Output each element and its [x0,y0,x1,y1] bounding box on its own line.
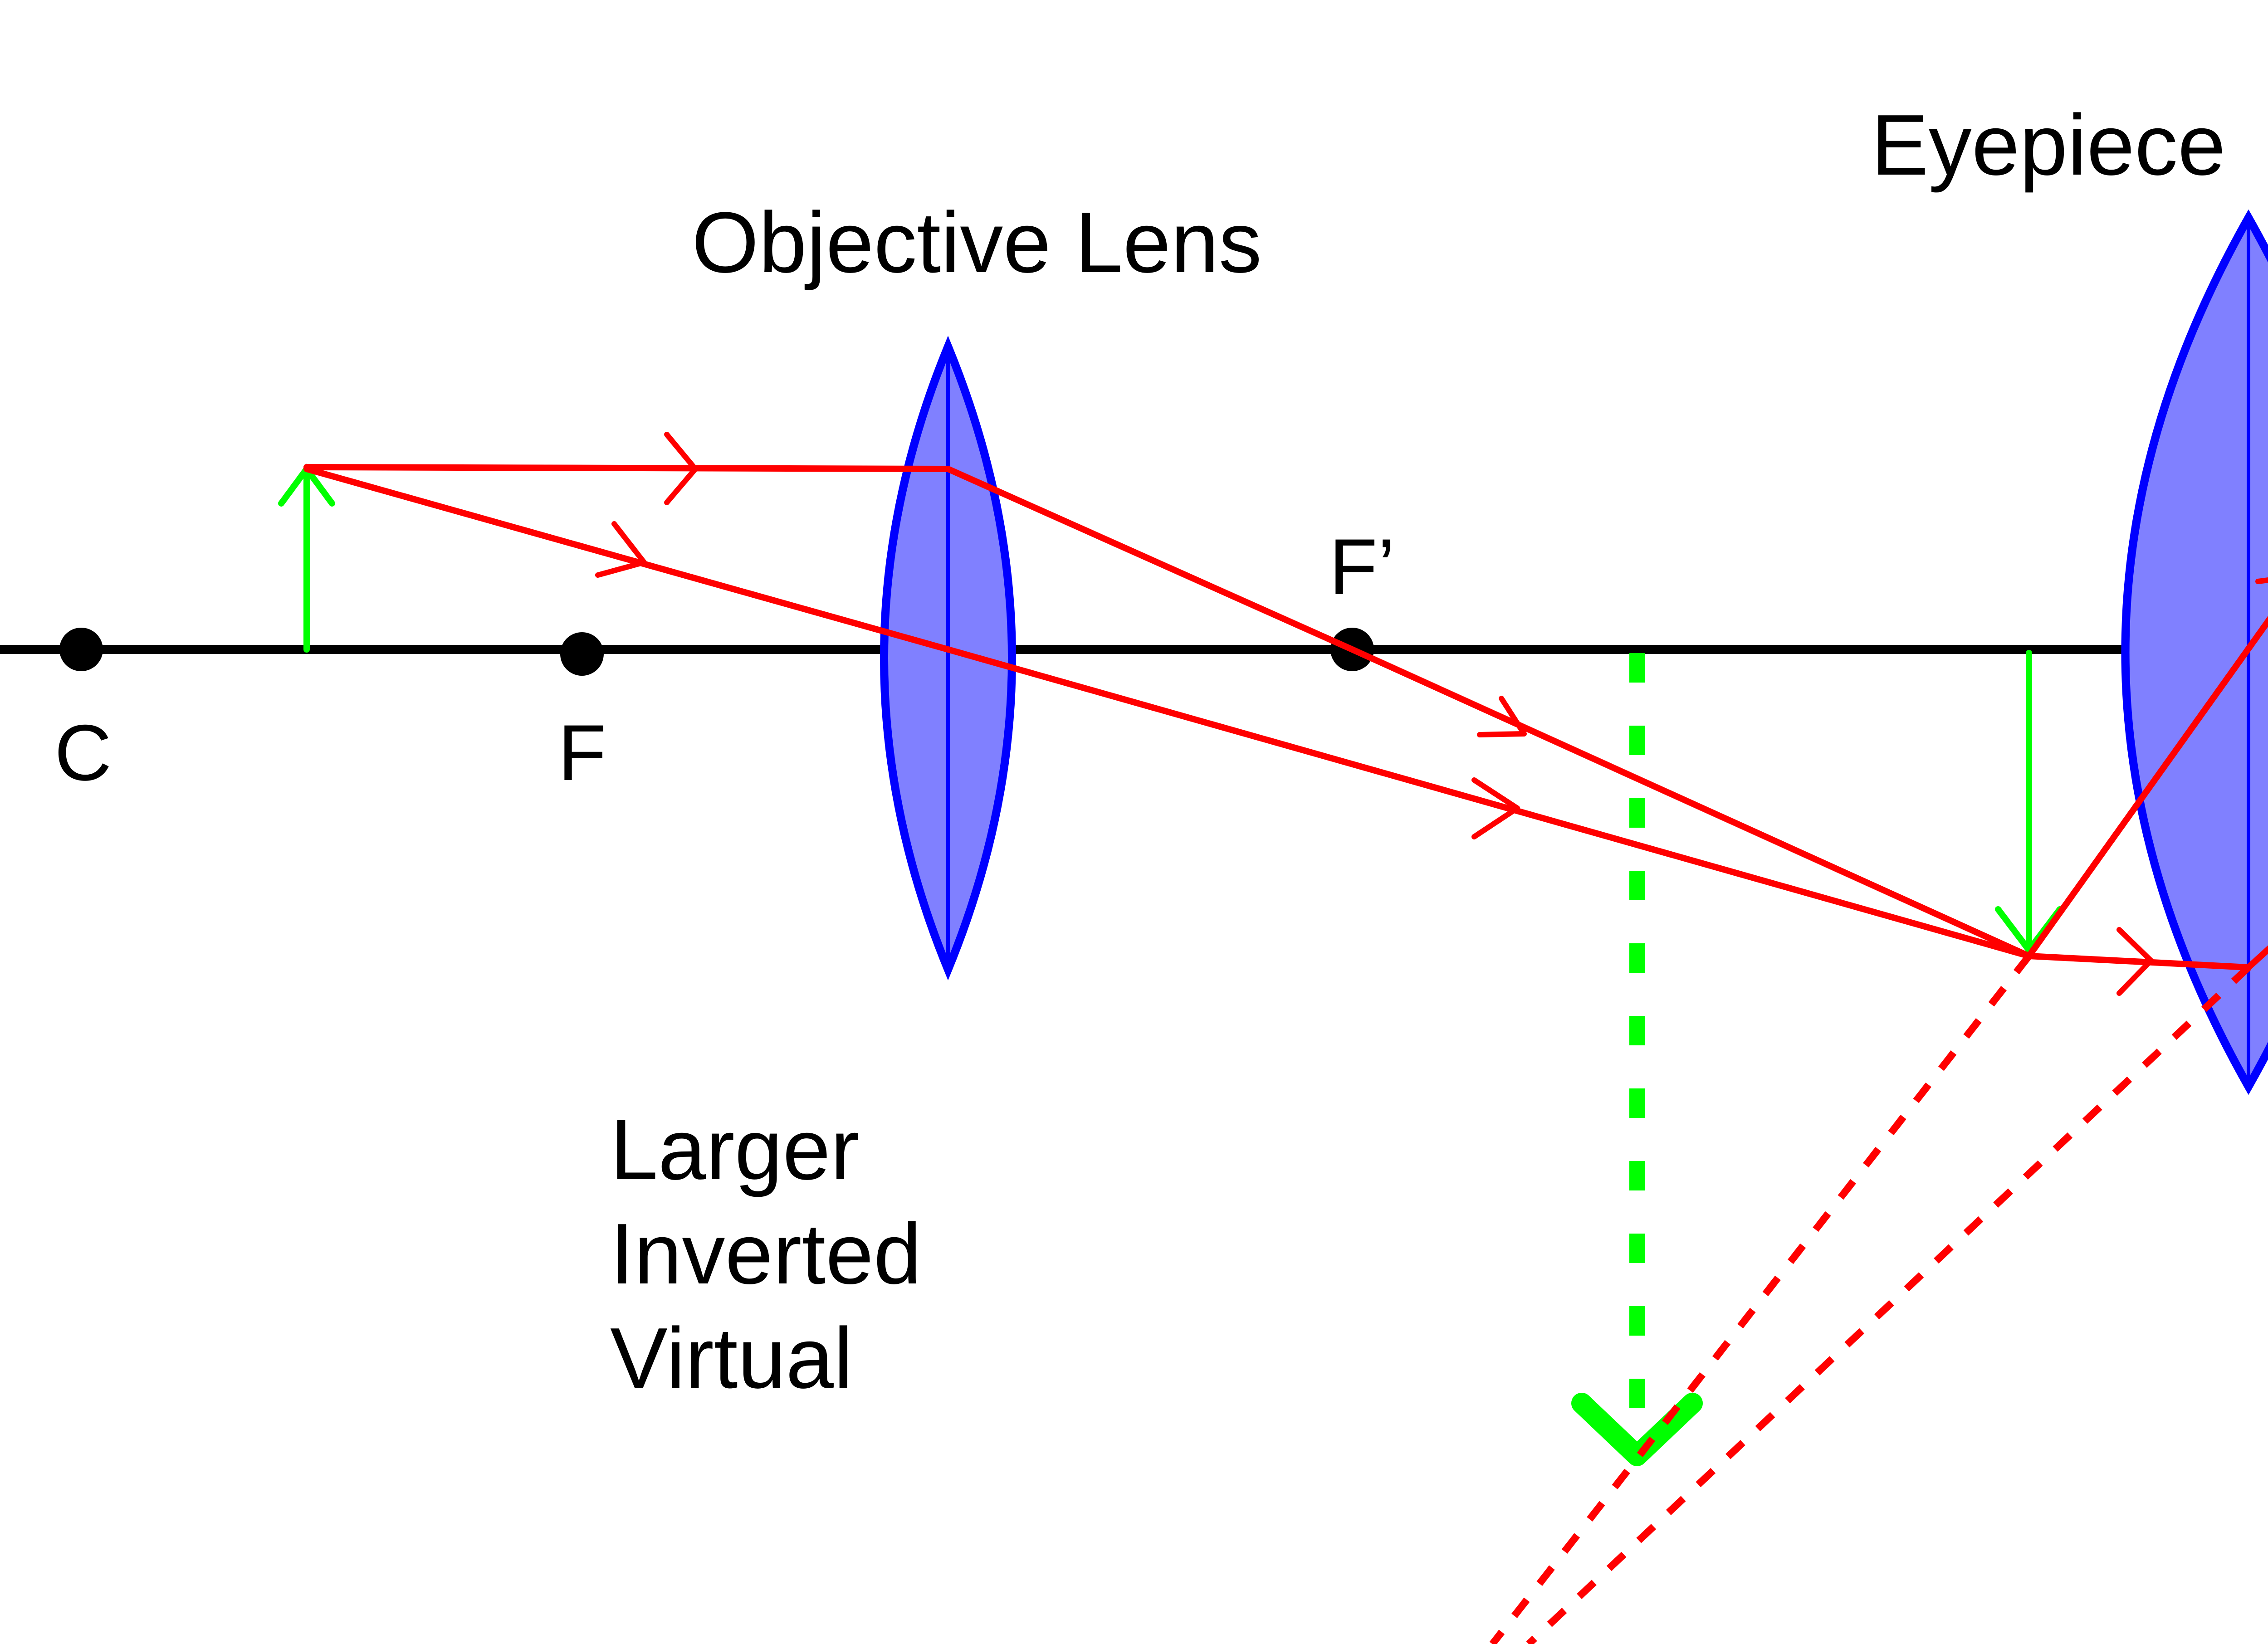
arrowhead-1 [664,432,698,505]
objective-lens-label: Objective Lens [692,195,1262,291]
virtual-ray-2 [1526,965,2251,1644]
ray-arrowheads [595,432,2268,996]
property-inverted: Inverted [610,1206,922,1302]
real-image-arrow [1995,650,2063,956]
image-properties: Larger Inverted Virtual [610,1102,922,1406]
point-c-label: C [54,709,112,797]
point-f-objective-label: F [558,709,606,797]
object-arrow [278,463,335,653]
rays [303,464,2268,971]
virtual-ray-1 [1489,954,2032,1644]
point-f-prime-label: F’ [1329,523,1395,611]
eyepiece-label: Eyepiece [1871,97,2226,193]
property-larger: Larger [610,1102,859,1198]
point-c-dot [59,628,103,671]
property-virtual: Virtual [610,1310,853,1406]
ray-central [303,466,2268,959]
point-f-objective-dot [560,632,604,676]
arrowhead-3 [1477,696,1527,737]
arrowhead-2 [595,521,647,578]
ray-parallel [303,464,2268,971]
arrowhead-5 [2116,927,2154,996]
virtual-image-arrow [1571,653,1703,1466]
virtual-rays [1489,954,2251,1644]
objective-lens [880,336,1016,981]
arrowhead-4 [1471,777,1520,839]
